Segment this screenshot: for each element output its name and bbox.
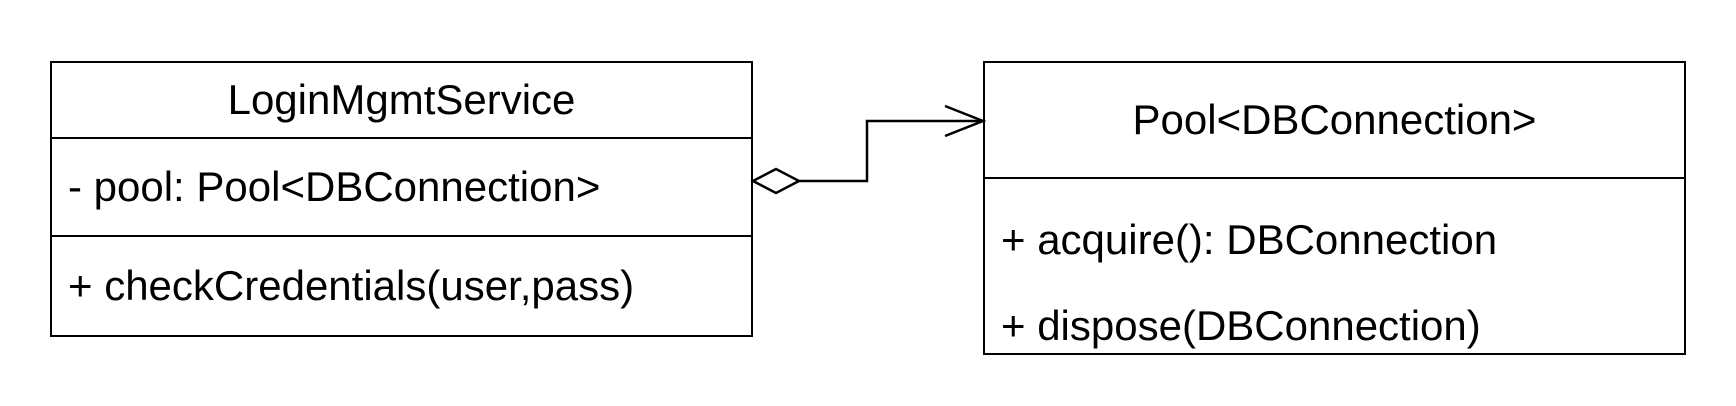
operation-check-credentials: + checkCredentials(user,pass)	[68, 261, 635, 309]
operations-compartment: + acquire(): DBConnection + dispose(DBCo…	[985, 179, 1684, 369]
class-pool-db-connection[interactable]: Pool<DBConnection> + acquire(): DBConnec…	[983, 61, 1686, 355]
operations-compartment: + checkCredentials(user,pass)	[52, 237, 751, 334]
class-name-compartment: LoginMgmtService	[52, 63, 751, 139]
class-login-mgmt-service[interactable]: LoginMgmtService - pool: Pool<DBConnecti…	[50, 61, 753, 337]
open-arrow-head	[944, 104, 987, 138]
attributes-compartment: - pool: Pool<DBConnection>	[52, 139, 751, 237]
association-line	[799, 119, 983, 183]
aggregation-diamond	[750, 167, 802, 195]
class-name: LoginMgmtService	[227, 76, 576, 123]
class-name: Pool<DBConnection>	[1132, 96, 1537, 143]
attribute-pool: - pool: Pool<DBConnection>	[68, 163, 601, 210]
operation-acquire: + acquire(): DBConnection	[1001, 216, 1498, 263]
operation-dispose: + dispose(DBConnection)	[1001, 302, 1481, 349]
aggregation-relation[interactable]	[750, 104, 987, 195]
class-name-compartment: Pool<DBConnection>	[985, 63, 1684, 179]
